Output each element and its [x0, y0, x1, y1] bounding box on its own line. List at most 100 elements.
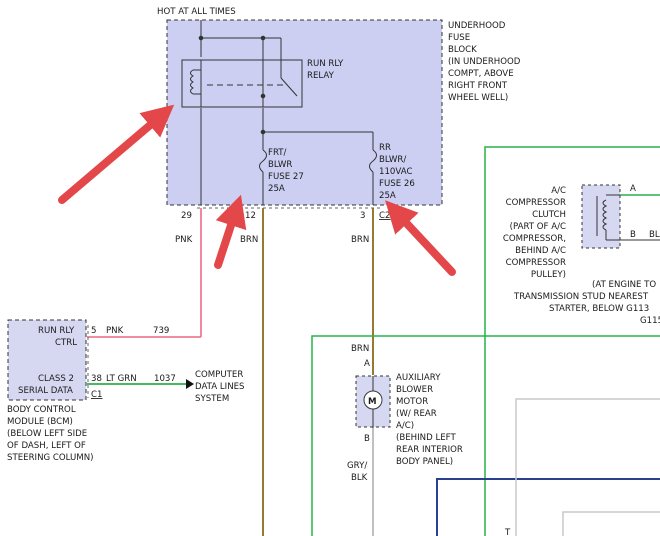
- svg-text:DATA LINES: DATA LINES: [195, 382, 245, 392]
- clutch-pin-b: B: [630, 230, 636, 240]
- clutch-pin-a: A: [630, 184, 636, 194]
- motor-pin-a: A: [364, 359, 370, 369]
- svg-text:110VAC: 110VAC: [379, 167, 412, 177]
- svg-text:BLOWER: BLOWER: [396, 385, 433, 395]
- svg-text:A/C): A/C): [396, 421, 414, 431]
- svg-text:(PART OF A/C: (PART OF A/C: [510, 222, 566, 232]
- aux-blower-label: AUXILIARY BLOWER MOTOR (W/ REAR A/C) (BE…: [396, 373, 463, 467]
- bcm-run-relay-ctrl-label: RUN RLY CTRL: [38, 326, 77, 348]
- svg-text:FRT/: FRT/: [268, 148, 287, 158]
- svg-text:SYSTEM: SYSTEM: [195, 394, 229, 404]
- green-wires: [311, 146, 660, 536]
- svg-text:COMPRESSOR: COMPRESSOR: [506, 198, 566, 208]
- gray-wires: [515, 398, 660, 536]
- frt-fuse-label: FRT/ BLWR FUSE 27 25A: [268, 148, 304, 194]
- pin-12-label: 12: [245, 211, 256, 221]
- svg-text:GRY/: GRY/: [347, 461, 367, 471]
- svg-text:(IN UNDERHOOD: (IN UNDERHOOD: [448, 57, 521, 67]
- wire-gry-blk-label: GRY/ BLK: [347, 461, 368, 483]
- engine-ground-note: (AT ENGINE TO TRANSMISSION STUD NEAREST …: [513, 280, 660, 326]
- svg-text:RR: RR: [379, 143, 391, 153]
- edge-letter-t: T: [504, 528, 511, 536]
- fuse-block-internal-wiring: [198, 20, 374, 205]
- motor-pin-b: B: [364, 434, 370, 444]
- svg-text:(AT ENGINE TO: (AT ENGINE TO: [592, 280, 656, 290]
- svg-text:WHEEL WELL): WHEEL WELL): [448, 93, 508, 103]
- svg-text:COMPRESSOR,: COMPRESSOR,: [503, 234, 566, 244]
- clutch-coil-icon: [602, 199, 608, 231]
- computer-data-lines-label: COMPUTER DATA LINES SYSTEM: [195, 370, 245, 404]
- fuse-block-description: UNDERHOOD FUSE BLOCK (IN UNDERHOOD COMPT…: [448, 21, 521, 103]
- blue-wire: [436, 478, 660, 536]
- bcm-class2-label: CLASS 2 SERIAL DATA: [18, 374, 74, 396]
- rr-blower-fuse: [369, 149, 377, 173]
- svg-text:BLWR/: BLWR/: [379, 155, 406, 165]
- svg-text:A/C: A/C: [551, 186, 566, 196]
- svg-text:RIGHT FRONT: RIGHT FRONT: [448, 81, 508, 91]
- bcm-pin-5: 5: [91, 326, 96, 336]
- body-control-module: [7, 319, 87, 401]
- svg-text:STEERING COLUMN): STEERING COLUMN): [7, 453, 94, 463]
- svg-text:25A: 25A: [268, 184, 285, 194]
- wire-pnk-bcm-label: PNK: [106, 326, 124, 336]
- svg-text:OF DASH, LEFT OF: OF DASH, LEFT OF: [7, 441, 86, 451]
- pink-wire: [87, 208, 202, 338]
- relay-label: RUN RLY RELAY: [307, 59, 344, 81]
- svg-text:CLUTCH: CLUTCH: [532, 210, 566, 220]
- wire-brn-motor-label: BRN: [351, 344, 369, 354]
- svg-text:COMPRESSOR: COMPRESSOR: [506, 258, 566, 268]
- svg-text:MODULE (BCM): MODULE (BCM): [7, 417, 73, 427]
- wire-bl-label: BL: [649, 230, 660, 240]
- svg-text:G115: G115: [640, 316, 660, 326]
- svg-text:(W/ REAR: (W/ REAR: [396, 409, 437, 419]
- bcm-description: BODY CONTROL MODULE (BCM) (BELOW LEFT SI…: [7, 405, 94, 463]
- svg-text:FUSE 26: FUSE 26: [379, 179, 415, 189]
- data-lines-arrow: [186, 379, 194, 389]
- underhood-fuse-block: [166, 19, 443, 206]
- wire-ltgrn-label: LT GRN: [106, 374, 137, 384]
- svg-text:RUN RLY: RUN RLY: [38, 326, 75, 336]
- connector-c2-label: C2: [379, 211, 390, 221]
- svg-text:REAR INTERIOR: REAR INTERIOR: [396, 445, 463, 455]
- svg-text:TRANSMISSION STUD NEAREST: TRANSMISSION STUD NEAREST: [513, 292, 649, 302]
- bcm-connector-c1: C1: [91, 390, 102, 400]
- svg-text:RUN RLY: RUN RLY: [307, 59, 344, 69]
- svg-text:MOTOR: MOTOR: [396, 397, 428, 407]
- svg-text:COMPT, ABOVE: COMPT, ABOVE: [448, 69, 514, 79]
- hot-at-all-times-label: HOT AT ALL TIMES: [157, 7, 236, 17]
- svg-text:BODY CONTROL: BODY CONTROL: [7, 405, 76, 415]
- run-relay: [181, 59, 303, 108]
- bcm-pin-38: 38: [91, 374, 102, 384]
- arrow-to-relay: [58, 104, 175, 204]
- svg-text:(BELOW LEFT SIDE: (BELOW LEFT SIDE: [7, 429, 87, 439]
- svg-text:(BEHIND LEFT: (BEHIND LEFT: [396, 433, 456, 443]
- svg-text:RELAY: RELAY: [307, 71, 335, 81]
- pin-29-label: 29: [181, 211, 192, 221]
- red-arrows: [58, 104, 456, 276]
- arrow-to-pin-12: [214, 194, 247, 269]
- svg-text:FUSE: FUSE: [448, 33, 470, 43]
- svg-text:UNDERHOOD: UNDERHOOD: [448, 21, 506, 31]
- circuit-739-label: 739: [153, 326, 169, 336]
- compressor-clutch-label: A/C COMPRESSOR CLUTCH (PART OF A/C COMPR…: [503, 186, 566, 280]
- wire-pnk-label: PNK: [175, 235, 193, 245]
- svg-text:COMPUTER: COMPUTER: [195, 370, 243, 380]
- svg-text:BEHIND A/C: BEHIND A/C: [515, 246, 566, 256]
- ac-compressor-clutch: [581, 184, 621, 249]
- svg-text:BODY PANEL): BODY PANEL): [396, 457, 453, 467]
- svg-text:CTRL: CTRL: [55, 338, 77, 348]
- svg-text:STARTER, BELOW G113: STARTER, BELOW G113: [549, 304, 649, 314]
- svg-text:BLOCK: BLOCK: [448, 45, 477, 55]
- svg-text:SERIAL DATA: SERIAL DATA: [18, 386, 73, 396]
- wire-brn-front-label: BRN: [240, 235, 258, 245]
- svg-text:FUSE 27: FUSE 27: [268, 172, 304, 182]
- pin-3-label: 3: [360, 211, 365, 221]
- svg-text:BLWR: BLWR: [268, 160, 292, 170]
- circuit-1037-label: 1037: [154, 374, 176, 384]
- rr-fuse-label: RR BLWR/ 110VAC FUSE 26 25A: [379, 143, 415, 201]
- svg-text:CLASS 2: CLASS 2: [38, 374, 74, 384]
- frt-blower-fuse: [259, 149, 267, 173]
- svg-text:25A: 25A: [379, 191, 396, 201]
- svg-text:AUXILIARY: AUXILIARY: [396, 373, 441, 383]
